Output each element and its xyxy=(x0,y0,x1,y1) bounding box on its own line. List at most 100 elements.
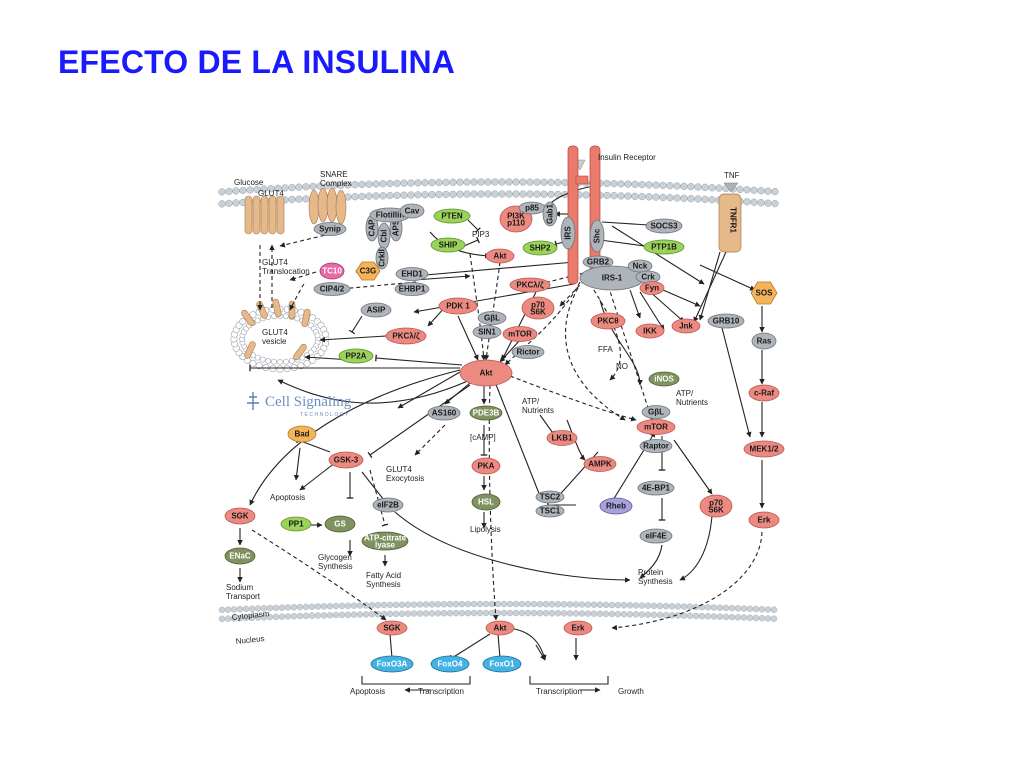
pathway-edge xyxy=(413,261,576,279)
node-ehd1: EHD1 xyxy=(395,267,429,281)
pathway-edge xyxy=(467,219,481,233)
node-cip42: CIP4/2 xyxy=(313,282,351,296)
node-label: EHBP1 xyxy=(399,285,426,294)
label-growth: Growth xyxy=(618,687,644,696)
node-tc10: TC10 xyxy=(319,262,345,280)
pathway-edge xyxy=(369,469,389,527)
node-label: iNOS xyxy=(654,375,674,384)
node-label: LKB1 xyxy=(552,434,573,443)
pathway-edge xyxy=(457,315,479,361)
node-label: Synip xyxy=(319,225,341,234)
node-label: AMPK xyxy=(588,460,612,469)
pathway-edge xyxy=(504,281,581,366)
pathway-edge xyxy=(605,278,654,421)
node-label: SHIP xyxy=(439,241,458,250)
node-label: PP1 xyxy=(288,520,304,529)
node-ptp1b: PTP1B xyxy=(643,239,685,255)
node-label: SGK xyxy=(383,624,401,633)
node-akt_top: Akt xyxy=(485,248,515,264)
pathway-edge xyxy=(611,225,705,285)
node-mek: MEK1/2 xyxy=(743,440,785,458)
pathway-edge xyxy=(719,319,752,438)
node-label: Erk xyxy=(758,516,771,525)
label-transcription-left: Transcription xyxy=(418,687,464,696)
node-crkii: CrkII xyxy=(375,246,389,270)
pathway-edge xyxy=(679,515,713,581)
node-foxo3a: FoxO3A xyxy=(370,655,414,673)
pathway-edge xyxy=(293,447,301,481)
node-ikk: IKK xyxy=(635,323,665,339)
pathway-edge xyxy=(494,381,544,498)
pathway-edge xyxy=(535,644,546,661)
cell-signaling-logo: Cell Signaling TECHNOLOGY xyxy=(247,392,352,418)
node-p85: p85 xyxy=(518,201,546,215)
node-rictor: Rictor xyxy=(511,345,545,359)
node-ehbp1: EHBP1 xyxy=(394,282,430,296)
node-label: Jnk xyxy=(679,322,693,331)
node-label: PKCλ/ζ xyxy=(516,281,544,290)
label-transcription-right: Transcription xyxy=(536,687,582,696)
pathway-edge xyxy=(463,236,480,247)
node-sin1: SIN1 xyxy=(472,325,502,339)
node-inos: iNOS xyxy=(648,371,680,387)
node-tsc1: TSC1 xyxy=(535,504,565,518)
node-label: Flotillin xyxy=(376,211,405,220)
node-label: CrkII xyxy=(378,249,387,267)
node-pkc_lz_mid: PKCλ/ζ xyxy=(385,327,427,345)
node-irs1: IRS-1 xyxy=(579,265,645,291)
node-pkc_lz_top: PKCλ/ζ xyxy=(509,277,551,293)
node-label: Rheb xyxy=(606,502,626,511)
label-atp-nutrients-2: ATP/Nutrients xyxy=(676,389,708,407)
node-label: FoxO4 xyxy=(438,660,463,669)
node-cav: Cav xyxy=(399,203,425,219)
node-label: IRS xyxy=(564,226,573,240)
node-label: SOCS3 xyxy=(650,222,678,231)
node-hsl: HSL xyxy=(471,493,501,511)
node-lkb1: LKB1 xyxy=(546,430,578,446)
node-label: PDE3B xyxy=(473,409,500,418)
label-nucleus: Nucleus xyxy=(235,634,265,646)
node-asip: ASIP xyxy=(360,302,392,318)
node-label: PTP1B xyxy=(651,243,677,252)
node-label: GRB10 xyxy=(713,317,740,326)
pathway-edge xyxy=(289,271,317,282)
node-jnk: Jnk xyxy=(671,318,701,334)
node-label: AS160 xyxy=(432,409,457,418)
node-foxo4: FoxO4 xyxy=(430,655,470,673)
node-label: Shc xyxy=(593,228,602,243)
pathway-edge xyxy=(639,291,665,331)
node-label: Akt xyxy=(494,252,507,261)
pathway-edge xyxy=(361,471,388,503)
label-tnfr1: TNFR1 xyxy=(729,207,738,233)
node-label: Cbl xyxy=(380,230,389,243)
node-label: p85 xyxy=(525,204,539,213)
pathway-edge xyxy=(375,354,463,366)
node-label: Nck xyxy=(633,262,648,271)
label-no: NO xyxy=(616,362,628,371)
pathway-edge xyxy=(367,384,471,459)
node-bad: Bad xyxy=(287,425,317,443)
label-cytoplasm: Cytoplasm xyxy=(231,609,270,622)
node-label: Rictor xyxy=(516,348,539,357)
node-fyn: Fyn xyxy=(639,281,665,295)
node-label: ENaC xyxy=(229,552,251,561)
pathway-edge xyxy=(319,335,387,343)
pathway-edge xyxy=(249,369,461,506)
pathway-edge xyxy=(488,384,499,621)
node-gbl_top: GβL xyxy=(477,311,507,325)
pathway-edge xyxy=(394,511,631,583)
node-label: PP2A xyxy=(346,352,367,361)
node-label: MEK1/2 xyxy=(750,445,779,454)
pathway-edge xyxy=(507,627,547,661)
node-label: c-Raf xyxy=(754,389,774,398)
pathway-edge xyxy=(449,633,491,662)
node-nck: Nck xyxy=(627,259,653,273)
node-label: IRS-1 xyxy=(602,274,623,283)
